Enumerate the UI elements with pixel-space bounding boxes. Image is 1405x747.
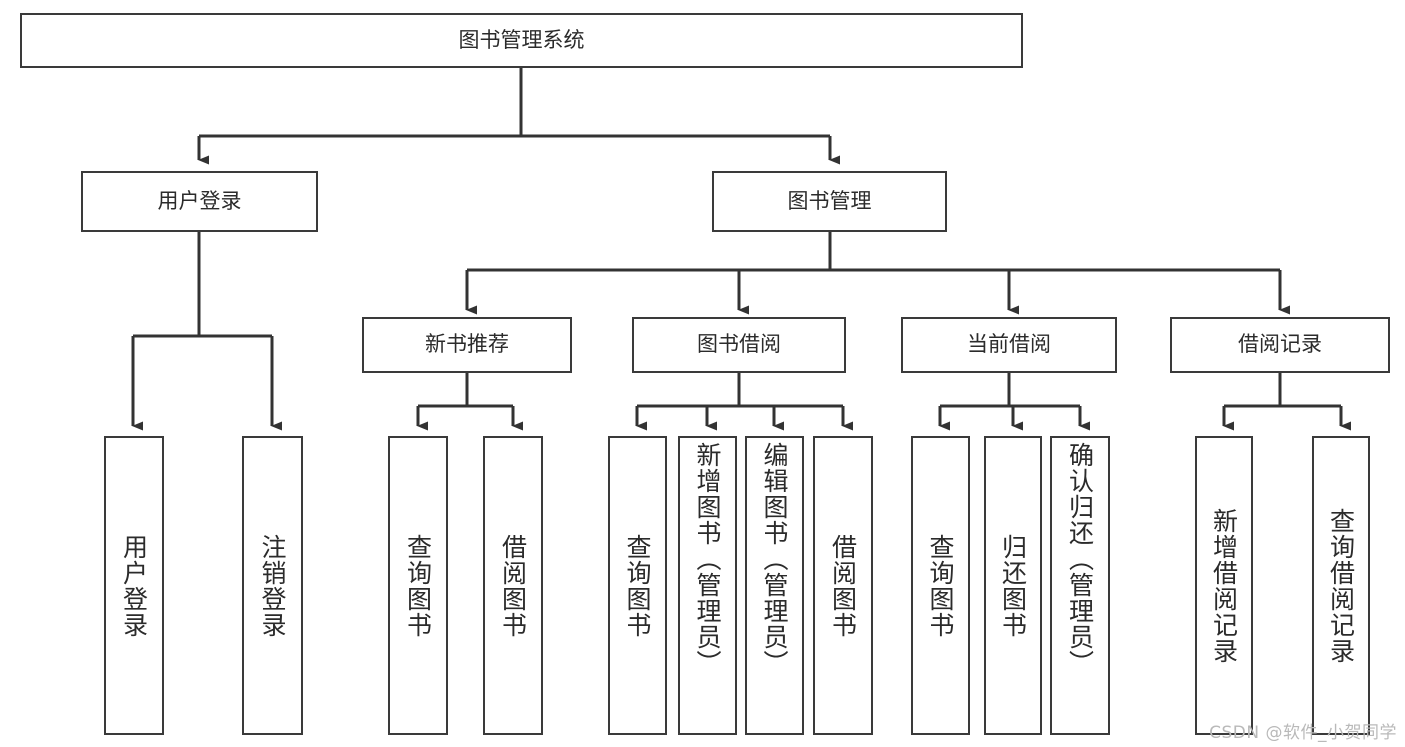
watermark-text: CSDN @软件_小贺同学 <box>1209 723 1397 743</box>
node-current-borrow[interactable]: 当前借阅 <box>901 317 1117 373</box>
node-leaf-query-book-3-label: 查询图书 <box>926 533 955 638</box>
node-borrow-record[interactable]: 借阅记录 <box>1170 317 1390 373</box>
node-leaf-user-login[interactable]: 用户登录 <box>104 436 164 735</box>
node-leaf-query-record-label: 查询借阅记录 <box>1326 507 1356 664</box>
node-leaf-return-book[interactable]: 归还图书 <box>984 436 1042 735</box>
node-leaf-user-login-label: 用户登录 <box>119 533 149 638</box>
node-book-borrow[interactable]: 图书借阅 <box>632 317 846 373</box>
node-leaf-logout-login[interactable]: 注销登录 <box>242 436 303 735</box>
node-leaf-query-book-2-label: 查询图书 <box>623 533 652 638</box>
node-root[interactable]: 图书管理系统 <box>20 13 1023 68</box>
node-user-login[interactable]: 用户登录 <box>81 171 318 232</box>
node-leaf-edit-book-label: 编辑图书（管理员） <box>760 442 789 676</box>
node-leaf-query-book-3[interactable]: 查询图书 <box>911 436 970 735</box>
node-leaf-add-book-label: 新增图书（管理员） <box>693 442 722 676</box>
node-leaf-return-book-label: 归还图书 <box>998 533 1028 638</box>
node-leaf-borrow-book-1-label: 借阅图书 <box>498 533 528 638</box>
node-leaf-add-record[interactable]: 新增借阅记录 <box>1195 436 1253 735</box>
node-book-management-label: 图书管理 <box>787 188 872 213</box>
node-book-management[interactable]: 图书管理 <box>712 171 947 232</box>
node-leaf-borrow-book-2[interactable]: 借阅图书 <box>813 436 873 735</box>
node-leaf-query-book-1-label: 查询图书 <box>403 533 433 638</box>
node-leaf-add-book[interactable]: 新增图书（管理员） <box>678 436 737 735</box>
node-book-borrow-label: 图书借阅 <box>697 332 781 357</box>
node-new-book-recommend[interactable]: 新书推荐 <box>362 317 572 373</box>
node-current-borrow-label: 当前借阅 <box>967 332 1051 357</box>
node-leaf-query-book-2[interactable]: 查询图书 <box>608 436 667 735</box>
node-leaf-logout-login-label: 注销登录 <box>258 533 287 638</box>
node-user-login-label: 用户登录 <box>157 188 242 213</box>
node-leaf-edit-book[interactable]: 编辑图书（管理员） <box>745 436 804 735</box>
node-borrow-record-label: 借阅记录 <box>1238 332 1322 357</box>
node-leaf-confirm-return[interactable]: 确认归还（管理员） <box>1050 436 1110 735</box>
node-leaf-confirm-return-label: 确认归还（管理员） <box>1065 442 1095 676</box>
node-leaf-borrow-book-1[interactable]: 借阅图书 <box>483 436 543 735</box>
node-new-book-recommend-label: 新书推荐 <box>425 332 509 357</box>
node-leaf-add-record-label: 新增借阅记录 <box>1209 507 1239 664</box>
node-root-label: 图书管理系统 <box>458 27 585 52</box>
node-leaf-borrow-book-2-label: 借阅图书 <box>828 533 858 638</box>
node-leaf-query-record[interactable]: 查询借阅记录 <box>1312 436 1370 735</box>
node-leaf-query-book-1[interactable]: 查询图书 <box>388 436 448 735</box>
